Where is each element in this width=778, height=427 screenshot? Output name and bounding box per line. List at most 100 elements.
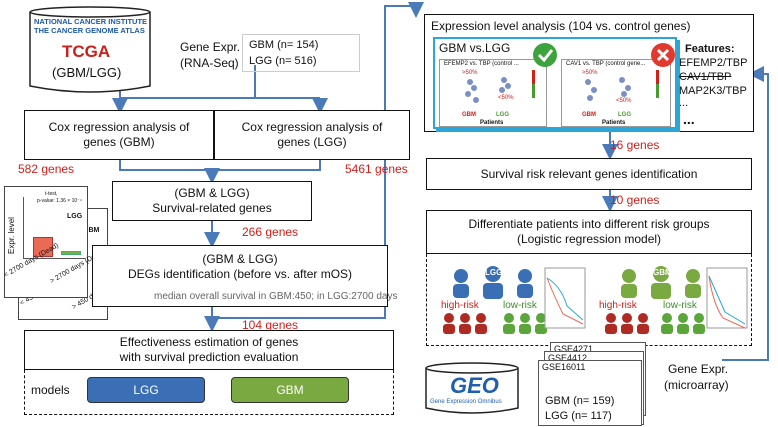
degs-line1: (GBM & LGG) [202, 252, 278, 266]
check-cross-marks [533, 43, 675, 67]
plot2-title: CAV1 vs. TBP (control gene... [566, 61, 646, 67]
gse-1: GSE4271 [554, 344, 594, 354]
plot1-gbm: GBM [462, 112, 476, 118]
differentiate-line2: (Logistic regression model) [516, 232, 662, 246]
cox-gbm-line1: Cox regression analysis of [48, 120, 190, 134]
plot1-xlabel: Patients [480, 120, 504, 126]
degs-line2: DEGs identification (before vs. after mO… [127, 267, 353, 281]
feature-4: ... [679, 97, 689, 109]
tcga-logo: NATIONAL CANCER INSTITUTE THE CANCER GEN… [28, 6, 152, 94]
plot1-title: EFEMP2 vs. TBP (control ... [444, 61, 519, 67]
plot1-gt50: >50% [462, 70, 478, 76]
survival-related-line2: Survival-related genes [152, 201, 272, 215]
effectiveness-box: Effectiveness estimation of genes with s… [24, 330, 394, 370]
cox-lgg-line2: genes (LGG) [277, 135, 347, 149]
count-104: 104 genes [242, 318, 299, 332]
rnaseq-label-1: Gene Expr. [180, 40, 241, 54]
risk-groups-box: LGG GBM high-risk low-risk high-risk low… [426, 254, 752, 346]
plot2-xlabel: Patients [602, 120, 626, 126]
expression-plot-2: CAV1 vs. TBP (control gene... >50% <50% … [561, 59, 671, 127]
expression-sub: GBM vs.LGG [439, 41, 511, 55]
lgg-high-risk: high-risk [441, 300, 479, 311]
count-16: 16 genes [610, 138, 660, 152]
expression-plot-1: EFEMP2 vs. TBP (control ... >50% <50% GB… [439, 59, 547, 127]
arrow-split-line [120, 65, 256, 99]
feature-3: MAP2K3/TBP [679, 85, 747, 97]
count-10: 10 genes [610, 193, 660, 207]
plot1-scatter [465, 70, 535, 103]
boxplot-front-card: Expr. level t-test, p-value: 1.36 × 10⁻⁴… [3, 186, 106, 298]
effectiveness-line2: with survival prediction evaluation [119, 350, 299, 364]
plot2-scatter [585, 70, 659, 101]
microarray-label-1: Gene Expr. [668, 362, 729, 376]
expression-title: Expression level analysis (104 vs. contr… [431, 19, 691, 33]
rnaseq-label-2: (RNA-Seq) [180, 56, 239, 70]
features-title: Features: [685, 43, 735, 55]
cox-lgg-box: Cox regression analysis of genes (LGG) [214, 110, 410, 160]
tcga-line2: THE CANCER GENOME ATLAS [34, 26, 145, 35]
gse-2: GSE4412 [548, 353, 588, 363]
gse-stack: GSE4271 GSE4412 GSE16011 GBM (n= 159) LG… [538, 342, 658, 426]
geo-logo: GEO Gene Expression Omnibus [424, 360, 520, 416]
gse-card-3: GSE16011 GBM (n= 159) LGG (n= 117) [538, 360, 642, 426]
model-gbm: GBM [231, 377, 349, 403]
expression-inner-frame: GBM vs.LGG EFEMP2 vs. TBP (control ... >… [433, 37, 677, 129]
plot1-lt50: <50% [498, 95, 514, 101]
tcga-title: TCGA [62, 42, 111, 61]
effectiveness-line1: Effectiveness estimation of genes [119, 335, 299, 349]
tcga-gbm-count: GBM (n= 154) [249, 39, 319, 51]
boxplot-box-red [33, 237, 53, 257]
expression-ellipsis: ... [683, 111, 695, 127]
microarray-label-2: (microarray) [664, 378, 729, 392]
plot2-gbm: GBM [582, 112, 596, 118]
survival-risk-text: Survival risk relevant genes identificat… [480, 166, 698, 181]
tcga-subtitle: (GBM/LGG) [52, 65, 122, 80]
models-label: models [31, 383, 70, 397]
expression-box: Expression level analysis (104 vs. contr… [424, 14, 754, 132]
risk-lgg-label: LGG [485, 268, 503, 277]
geo-gbm-count: GBM (n= 159) [545, 395, 615, 407]
cox-gbm-box: Cox regression analysis of genes (GBM) [24, 110, 214, 160]
count-266: 266 genes [242, 225, 299, 239]
gbm-high-risk: high-risk [599, 300, 637, 311]
models-box: models LGG GBM [24, 370, 394, 415]
feature-2: CAV1/TBP [679, 71, 732, 83]
feature-1: EFEMP2/TBP [679, 57, 748, 69]
differentiate-box: Differentiate patients into different ri… [426, 210, 752, 254]
boxplot-back-tag: GBM [83, 227, 100, 234]
arrow-cox-merge [119, 160, 321, 171]
survival-related-box: (GBM & LGG) Survival-related genes [112, 181, 312, 221]
differentiate-line1: Differentiate patients into different ri… [468, 217, 710, 231]
boxplot-axis [23, 197, 85, 259]
geo-caption: Gene Expression Omnibus [430, 399, 502, 405]
boxplot-tag: LGG [67, 213, 83, 220]
survival-related-line1: (GBM & LGG) [174, 186, 250, 200]
model-lgg: LGG [87, 377, 205, 403]
gse-3: GSE16011 [542, 362, 586, 372]
plot2-gt50: >50% [582, 70, 598, 76]
degs-box: (GBM & LGG) DEGs identification (before … [92, 245, 388, 307]
arrow-to-expression [212, 2, 424, 319]
risk-groups-illustration [443, 266, 748, 334]
plot2-lt50: <50% [616, 98, 632, 104]
gbm-low-risk: low-risk [663, 300, 697, 311]
tcga-line1: NATIONAL CANCER INSTITUTE [34, 17, 148, 26]
survival-risk-box: Survival risk relevant genes identificat… [426, 158, 752, 190]
tcga-cohort-box: GBM (n= 154) LGG (n= 516) [242, 34, 360, 72]
median-note: median overall survival in GBM:450; in L… [154, 291, 398, 302]
boxplot-box-green [61, 251, 81, 255]
plot1-lgg: LGG [496, 112, 509, 118]
cox-lgg-line1: Cox regression analysis of [241, 120, 383, 134]
arrow-micro-up [722, 66, 769, 361]
risk-gbm-label: GBM [653, 268, 672, 277]
plot2-lgg: LGG [618, 112, 631, 118]
count-582: 582 genes [18, 162, 75, 176]
tcga-lgg-count: LGG (n= 516) [249, 55, 317, 67]
boxplot-ylabel: Expr. level [6, 217, 16, 254]
cox-gbm-line2: genes (GBM) [83, 135, 155, 149]
boxplot-test: t-test, [45, 191, 58, 197]
boxplot-pvalue: p-value: 1.36 × 10⁻⁴ [37, 198, 82, 204]
geo-lgg-count: LGG (n= 117) [545, 410, 612, 422]
lgg-low-risk: low-risk [503, 300, 537, 311]
